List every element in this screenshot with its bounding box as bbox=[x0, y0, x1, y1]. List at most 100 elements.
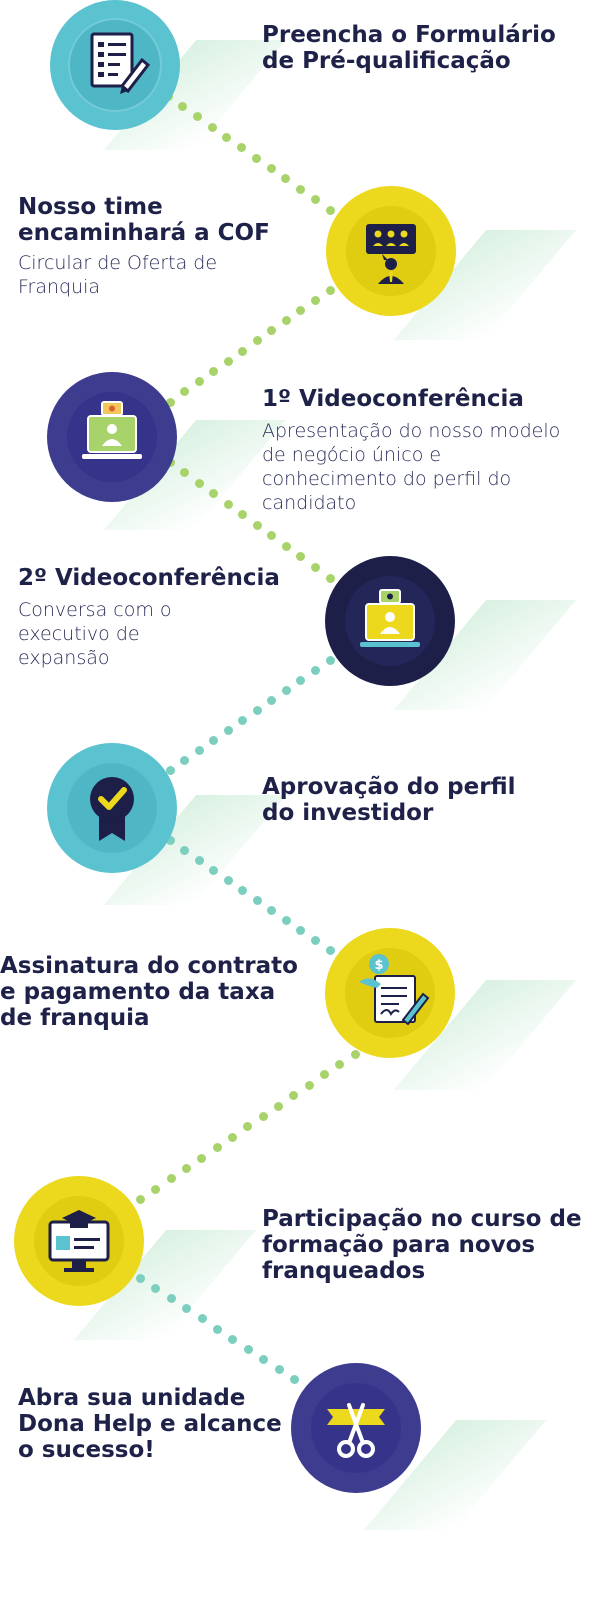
connector-dot bbox=[243, 1344, 253, 1354]
video-call-icon bbox=[360, 589, 420, 647]
connector-dot bbox=[165, 835, 175, 845]
connector-dot bbox=[252, 895, 262, 905]
connector-dot bbox=[289, 1091, 299, 1101]
connector-dot bbox=[222, 132, 232, 142]
connector-dot bbox=[310, 562, 320, 572]
connector-dot bbox=[267, 905, 277, 915]
connector-dot bbox=[258, 1111, 268, 1121]
step-8-node bbox=[291, 1363, 421, 1493]
connector-dot bbox=[325, 945, 335, 955]
connector-dot bbox=[273, 1101, 283, 1111]
approval-badge-icon bbox=[90, 777, 134, 841]
connector-dot bbox=[325, 285, 335, 295]
step-1-node bbox=[50, 0, 180, 130]
connector-dot bbox=[335, 1059, 345, 1069]
connector-dot bbox=[251, 153, 261, 163]
contract-payment-icon: $ bbox=[359, 954, 430, 1026]
connector-dot bbox=[180, 387, 190, 397]
connector-dot bbox=[296, 184, 306, 194]
connector-dot bbox=[194, 478, 204, 488]
connector-dot bbox=[267, 695, 277, 705]
connector-dot bbox=[213, 1324, 222, 1334]
connector-dot bbox=[267, 531, 277, 541]
connector-dot bbox=[178, 101, 188, 111]
step-3-title: 1º Videoconferência bbox=[262, 386, 524, 412]
connector-dot bbox=[310, 935, 320, 945]
connector-dot bbox=[180, 468, 190, 478]
step-6-node: $ bbox=[325, 928, 455, 1058]
connector-dot bbox=[296, 925, 306, 935]
connector-dot bbox=[223, 725, 233, 735]
connector-dot bbox=[259, 1355, 269, 1364]
connector-dot bbox=[350, 1049, 360, 1059]
connector-dot bbox=[209, 489, 219, 499]
connector-dot bbox=[243, 1122, 253, 1132]
connector-dot bbox=[135, 1273, 145, 1283]
connector-dot bbox=[274, 1365, 284, 1375]
step-4-title: 2º Videoconferência bbox=[18, 565, 280, 591]
connector-dot bbox=[281, 915, 291, 925]
connector-dot bbox=[228, 1334, 238, 1344]
connector-dot bbox=[207, 122, 217, 132]
connector-dot bbox=[194, 377, 204, 387]
connector-dot bbox=[197, 1153, 207, 1163]
video-call-icon bbox=[82, 401, 142, 459]
step-1-title: Preencha o Formulário de Pré-qualificaçã… bbox=[262, 22, 556, 74]
connector-dot bbox=[192, 112, 202, 122]
step-5-title: Aprovação do perfil do investidor bbox=[262, 774, 516, 826]
form-icon bbox=[90, 32, 151, 94]
connector-dot bbox=[325, 573, 335, 583]
connector-dot bbox=[267, 326, 277, 336]
connector-dot bbox=[165, 397, 175, 407]
connector-dot bbox=[310, 295, 320, 305]
connector-dot bbox=[252, 705, 262, 715]
connector-dot bbox=[209, 735, 219, 745]
connector-dot bbox=[151, 1184, 161, 1194]
connector-dot bbox=[296, 552, 306, 562]
step-7-node bbox=[14, 1176, 144, 1306]
connector-dot bbox=[325, 205, 335, 215]
ribbon-cutting-icon bbox=[327, 1403, 385, 1458]
connector-dot bbox=[281, 316, 291, 326]
step-6-title: Assinatura do contrato e pagamento da ta… bbox=[0, 953, 298, 1031]
connector-dot bbox=[223, 499, 233, 509]
connector-dot bbox=[281, 685, 291, 695]
connector-dot bbox=[310, 665, 320, 675]
connector-dot bbox=[304, 1080, 314, 1090]
connector-dot bbox=[237, 143, 247, 153]
connector-dot bbox=[181, 1163, 191, 1173]
step-8-title: Abra sua unidade Dona Help e alcance o s… bbox=[18, 1385, 282, 1463]
connector-dot bbox=[296, 305, 306, 315]
svg-text:$: $ bbox=[374, 958, 383, 973]
connector-dot bbox=[223, 356, 233, 366]
connector-dot bbox=[238, 346, 248, 356]
connector-dot bbox=[238, 715, 248, 725]
graduation-course-icon bbox=[48, 1210, 110, 1272]
step-7-title: Participação no curso de formação para n… bbox=[262, 1206, 582, 1284]
connector-dot bbox=[319, 1070, 329, 1080]
connector-dot bbox=[180, 755, 190, 765]
step-3-node bbox=[47, 372, 177, 502]
connector-dot bbox=[227, 1132, 237, 1142]
step-2-title: Nosso time encaminhará a COF bbox=[18, 194, 270, 246]
connector-dot bbox=[252, 336, 262, 346]
step-4-node bbox=[325, 556, 455, 686]
connector-dot bbox=[209, 366, 219, 376]
connector-dot bbox=[209, 865, 219, 875]
connector-dot bbox=[296, 675, 306, 685]
connector-dot bbox=[290, 1375, 300, 1385]
presenter-icon bbox=[366, 224, 416, 284]
connector-dot bbox=[252, 520, 262, 530]
connector-dot bbox=[238, 510, 248, 520]
connector-dot bbox=[197, 1314, 207, 1324]
connector-dot bbox=[223, 875, 233, 885]
connector-dot bbox=[212, 1143, 222, 1153]
connector-dot bbox=[135, 1195, 145, 1205]
step-2-description: Circular de Oferta de Franquia bbox=[18, 252, 218, 298]
connector-dot bbox=[151, 1283, 161, 1293]
connector-dot bbox=[165, 765, 175, 775]
connector-dot bbox=[194, 745, 204, 755]
connector-dot bbox=[281, 541, 291, 551]
connector-dot bbox=[166, 1294, 176, 1303]
